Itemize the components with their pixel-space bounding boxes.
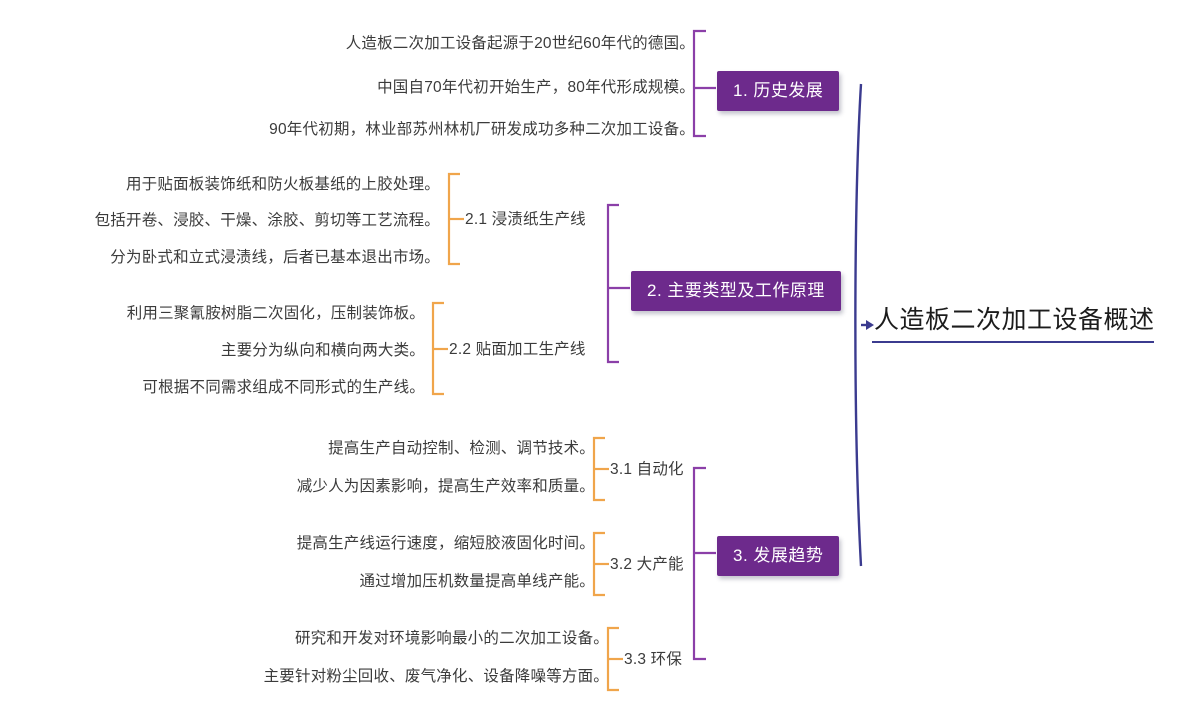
leaf-text: 提高生产线运行速度，缩短胶液固化时间。 (296, 535, 595, 552)
leaf-text: 通过增加压机数量提高单线产能。 (359, 573, 595, 590)
bracket-branch-1 (692, 29, 706, 138)
leaf-text: 可根据不同需求组成不同形式的生产线。 (142, 379, 425, 396)
spine-curve (854, 83, 863, 567)
leaf-text: 研究和开发对环境影响最小的二次加工设备。 (294, 630, 609, 647)
bracket-sub-2-1 (447, 172, 460, 266)
leaf-text: 人造板二次加工设备起源于20世纪60年代的德国。 (345, 35, 695, 52)
leaf-text: 利用三聚氰胺树脂二次固化，压制装饰板。 (126, 305, 425, 322)
bracket-branch-2 (606, 203, 619, 364)
subtopic-label-3-3[interactable]: 3.3 环保 (624, 651, 683, 668)
leaf-text: 包括开卷、浸胶、干燥、涂胶、剪切等工艺流程。 (94, 212, 440, 229)
bracket-branch-3 (692, 466, 706, 661)
leaf-text: 主要针对粉尘回收、废气净化、设备降噪等方面。 (263, 668, 609, 685)
leaf-text: 中国自70年代初开始生产，80年代形成规模。 (377, 79, 695, 96)
bracket-sub-3-3 (606, 626, 619, 692)
leaf-text: 分为卧式和立式浸渍线，后者已基本退出市场。 (110, 249, 440, 266)
root-arrow-icon (866, 320, 874, 330)
branch-node-2[interactable]: 2. 主要类型及工作原理 (631, 271, 841, 311)
leaf-text: 90年代初期，林业部苏州林机厂研发成功多种二次加工设备。 (269, 121, 695, 138)
leaf-text: 提高生产自动控制、检测、调节技术。 (328, 440, 595, 457)
leaf-text: 主要分为纵向和横向两大类。 (220, 342, 425, 359)
subtopic-label-3-2[interactable]: 3.2 大产能 (610, 556, 684, 573)
bracket-sub-3-2 (592, 531, 605, 597)
subtopic-label-2-1[interactable]: 2.1 浸渍纸生产线 (465, 211, 586, 228)
leaf-text: 用于贴面板装饰纸和防火板基纸的上胶处理。 (125, 176, 440, 193)
branch-node-1[interactable]: 1. 历史发展 (717, 71, 840, 111)
subtopic-label-2-2[interactable]: 2.2 贴面加工生产线 (449, 341, 586, 358)
root-topic[interactable]: 人造板二次加工设备概述 (874, 306, 1155, 334)
branch-node-3[interactable]: 3. 发展趋势 (717, 536, 840, 576)
subtopic-label-3-1[interactable]: 3.1 自动化 (610, 461, 684, 478)
root-underline (872, 341, 1154, 343)
leaf-text: 减少人为因素影响，提高生产效率和质量。 (296, 478, 595, 495)
bracket-sub-3-1 (592, 436, 605, 502)
bracket-sub-2-2 (431, 301, 444, 396)
